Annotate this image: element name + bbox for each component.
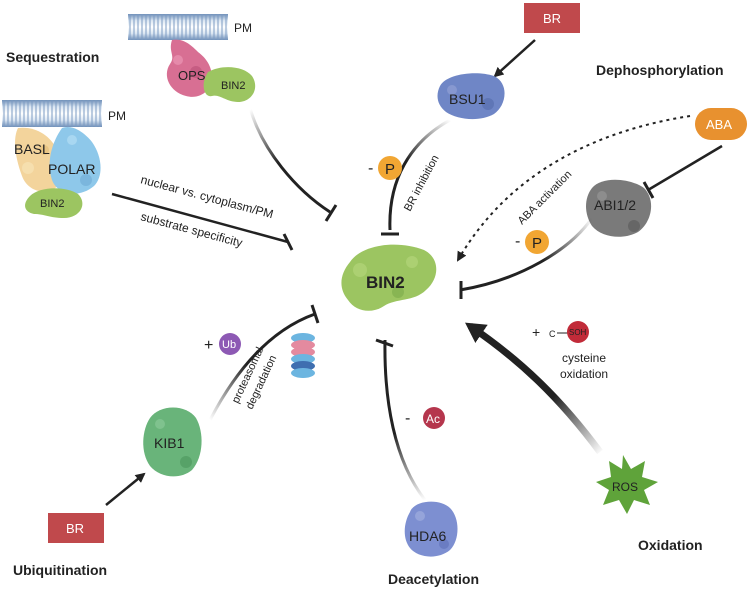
- heading-sequestration: Sequestration: [6, 49, 99, 65]
- hda6-label: HDA6: [409, 528, 447, 544]
- bsu1-protein: [437, 73, 505, 120]
- bin2-ops-label: BIN2: [221, 80, 245, 92]
- sequestration-inhibition-line: [111, 192, 294, 251]
- c-soh-label: C: [549, 329, 556, 339]
- heading-dephosphorylation: Dephosphorylation: [596, 62, 724, 78]
- plus-soh-sign: +: [532, 324, 540, 340]
- minus-p1-sign: -: [368, 160, 373, 177]
- ubiquitin: [219, 333, 241, 355]
- label-br-inhibition: BR inhibition: [402, 153, 442, 213]
- plasma-membrane-top: [128, 14, 228, 40]
- polar-protein: [49, 126, 101, 194]
- plus-ub-sign: +: [204, 337, 213, 354]
- soh-label: SOH: [569, 328, 587, 337]
- ops-inhibition-curve: [248, 107, 338, 222]
- br-bottom-box: [48, 513, 104, 543]
- ops-label: OPS: [178, 68, 206, 83]
- heading-deacetylation: Deacetylation: [388, 571, 479, 587]
- basl-protein: [15, 127, 62, 192]
- label-aba-activation: ABA activation: [516, 168, 575, 227]
- bsu1-label: BSU1: [449, 91, 486, 107]
- kib1-label: KIB1: [154, 435, 185, 451]
- phosphate-1-label: P: [385, 161, 395, 178]
- aba-box: [695, 108, 747, 140]
- aba-label: ABA: [706, 117, 732, 132]
- br-top-box: [524, 3, 580, 33]
- kib1-inhibition-curve: [208, 304, 320, 421]
- pm-label-left: PM: [108, 109, 126, 123]
- soh-group: [567, 321, 589, 343]
- phosphate-2-label: P: [532, 235, 542, 252]
- phosphate-2: [525, 230, 549, 254]
- polar-label: POLAR: [48, 161, 95, 177]
- acetyl-group: [423, 407, 445, 429]
- bin2-polar-label: BIN2: [40, 198, 64, 210]
- br-bottom-label: BR: [66, 521, 84, 536]
- abi12-protein: [586, 179, 652, 237]
- ros-label: ROS: [612, 480, 638, 494]
- basl-label: BASL: [14, 141, 50, 157]
- label-cysteine: cysteine: [562, 351, 606, 365]
- br-to-bsu1-arrow: [493, 39, 536, 78]
- hda6-inhibition-curve: [375, 338, 427, 501]
- ubiquitin-label: Ub: [222, 339, 236, 351]
- heading-oxidation: Oxidation: [638, 537, 703, 553]
- acetyl-label: Ac: [426, 412, 440, 426]
- pm-label-top: PM: [234, 21, 252, 35]
- kib1-protein: [143, 407, 202, 477]
- label-oxidation: oxidation: [560, 367, 608, 381]
- abi-inhibition-curve: [459, 217, 594, 299]
- bsu1-inhibition-curve: [381, 118, 451, 236]
- heading-ubiquitination: Ubiquitination: [13, 562, 107, 578]
- plasma-membrane-left: [2, 100, 102, 127]
- br-to-kib1-arrow: [105, 472, 146, 506]
- ros-oxidation-arrow: [465, 322, 603, 455]
- bin2-central-protein: [341, 244, 437, 311]
- ops-protein: [166, 39, 212, 97]
- phosphate-1: [378, 156, 402, 180]
- aba-to-abi-inhibition: [642, 144, 723, 199]
- bin2-polar-protein: [25, 188, 83, 218]
- bin2-central-label: BIN2: [366, 273, 405, 292]
- aba-activation-arrow: [456, 115, 691, 262]
- minus-ac-sign: -: [405, 410, 410, 427]
- ros-star: [596, 455, 658, 514]
- hda6-protein: [404, 501, 458, 557]
- abi12-label: ABI1/2: [594, 197, 636, 213]
- br-top-label: BR: [543, 11, 561, 26]
- proteasome-icon: [291, 333, 315, 378]
- bin2-ops-protein: [203, 67, 256, 102]
- minus-p2-sign: -: [515, 233, 520, 250]
